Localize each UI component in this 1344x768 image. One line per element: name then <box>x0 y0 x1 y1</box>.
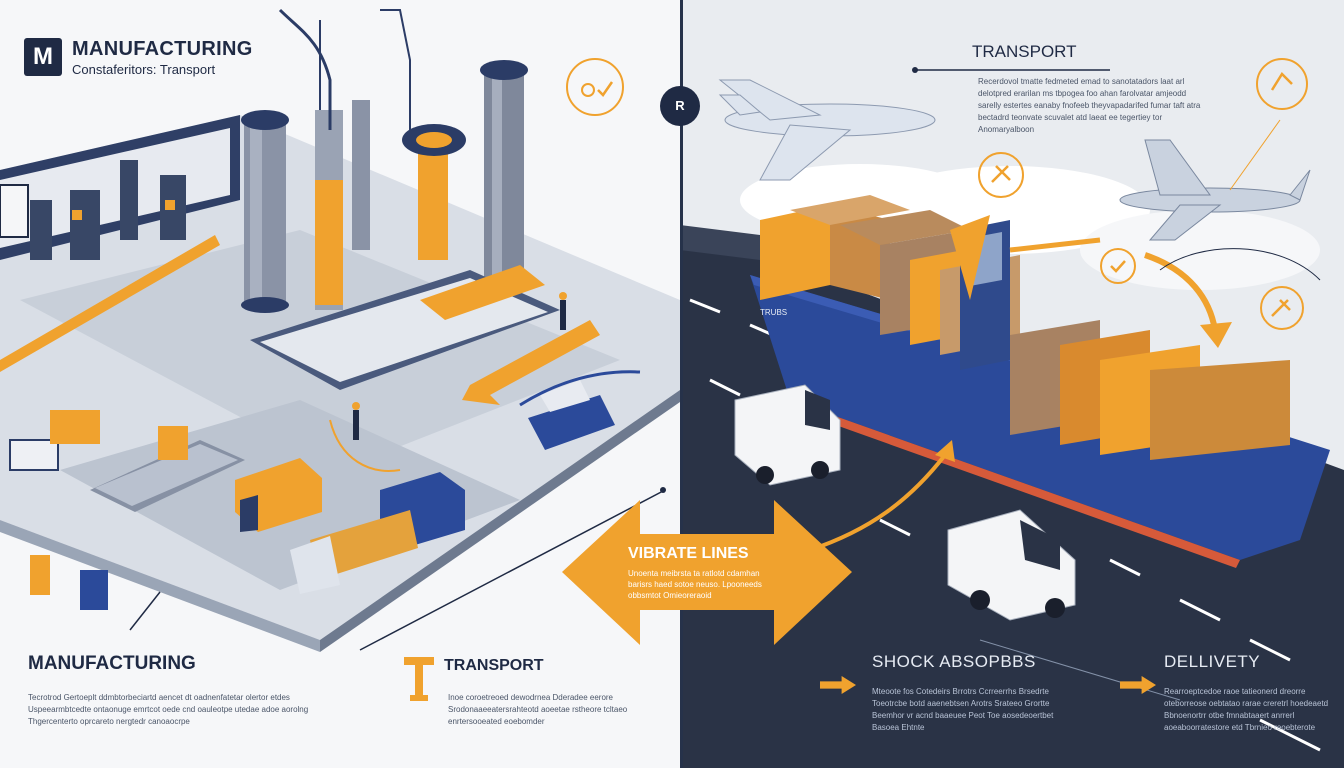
bottom-right-a-body: Mteoote fos Cotedeirs Brrotrs Ccrreerrhs… <box>872 687 1054 732</box>
center-badge: R <box>660 86 700 126</box>
transport-illustration <box>680 67 1344 768</box>
bottom-left-body: Tecrotrod Gertoeplt ddmbtorbeciartd aenc… <box>28 693 309 726</box>
brand-logo: M <box>24 38 62 76</box>
bottom-left-title: MANUFACTURING <box>28 653 196 674</box>
hammer-icon <box>1260 286 1304 330</box>
manufacturing-panel: M MANUFACTURING Constaferitors: Transpor… <box>0 8 680 726</box>
check-icon <box>1100 248 1136 284</box>
bottom-right-b-body: Rearroeptcedoe raoe tatieonerd dreorre o… <box>1164 687 1329 732</box>
bottom-center-title: TRANSPORT <box>444 657 544 674</box>
center-double-arrow <box>562 500 852 645</box>
hammer-icon <box>404 657 434 703</box>
bottom-right-b-title: DELLIVETY <box>1164 652 1261 671</box>
header-subtitle: Constaferitors: Transport <box>72 62 216 77</box>
bottom-center-body: Inoe coroetreoed dewodrnea Dderadee eero… <box>448 693 628 726</box>
bottom-right-a-title: SHOCK ABSOPBBS <box>872 652 1036 671</box>
center-arrow-label: VIBRATE LINES <box>628 545 749 562</box>
tools-icon <box>978 152 1024 198</box>
ship-hull-label: TRUBS <box>760 308 788 317</box>
right-header-body: Recerdovol tmatte fedmeted emad to sanot… <box>978 77 1201 134</box>
center-divider <box>680 0 683 768</box>
right-header-title: TRANSPORT <box>972 42 1077 61</box>
box-check-icon <box>1256 58 1308 110</box>
factory-illustration <box>0 8 680 652</box>
header-title: MANUFACTURING <box>72 38 253 60</box>
center-arrow-body: Unoenta meibrsta ta ratlotd cdamhan bari… <box>628 569 762 600</box>
transport-panel: TRANSPORT Recerdovol tmatte fedmeted ema… <box>680 0 1344 768</box>
gear-check-icon <box>566 58 624 116</box>
